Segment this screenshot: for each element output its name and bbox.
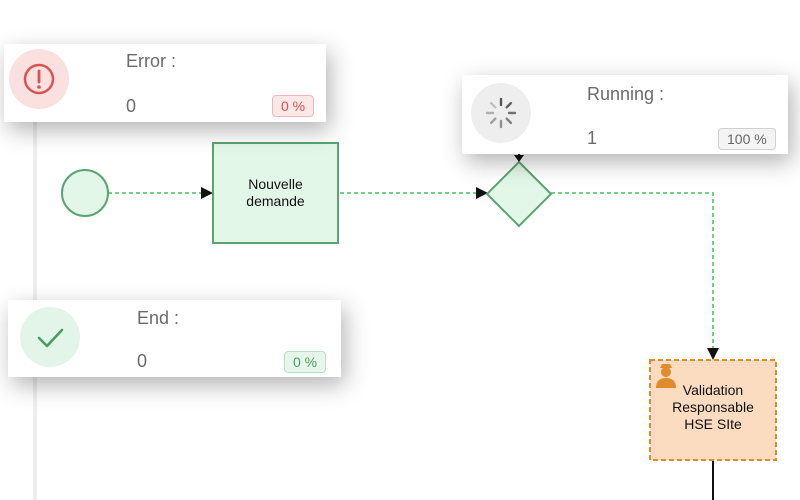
start-event[interactable] <box>61 169 109 217</box>
running-percent-badge: 100 % <box>718 128 776 150</box>
error-count: 0 <box>126 96 137 116</box>
end-count: 0 <box>137 351 148 371</box>
error-percent-badge: 0 % <box>272 95 315 117</box>
running-label: Running : <box>587 84 665 104</box>
checkmark-icon <box>20 307 80 367</box>
exclusive-gateway[interactable] <box>485 160 553 228</box>
task-label-validation: Validation Responsable HSE SIte <box>650 382 776 433</box>
arrow-head <box>707 348 719 360</box>
task-label-line: demande <box>246 193 305 209</box>
arrow-head <box>201 187 213 199</box>
task-nouvelle-demande[interactable] <box>212 142 339 244</box>
arrow-head <box>514 155 524 162</box>
task-label-line: Nouvelle <box>248 176 303 192</box>
error-stat-card: Error : 0 0 % <box>4 44 326 122</box>
running-count: 1 <box>587 128 598 148</box>
end-label: End : <box>137 308 180 328</box>
arrow-head <box>476 187 488 199</box>
end-percent-badge: 0 % <box>284 351 327 373</box>
running-stat-card: Running : 1 100 % <box>462 75 788 154</box>
task-label-line: HSE SIte <box>684 416 742 432</box>
exclamation-circle-icon <box>9 49 69 109</box>
end-stat-card: End : 0 0 % <box>8 300 341 377</box>
spinner-icon <box>471 83 531 143</box>
task-label-nouvelle-demande: Nouvelle demande <box>213 176 338 210</box>
user-task-icon <box>656 364 676 388</box>
task-label-line: Responsable <box>672 399 754 415</box>
error-label: Error : <box>126 51 177 71</box>
task-label-line: Validation <box>682 382 744 398</box>
sequence-flow[interactable] <box>551 192 714 350</box>
task-validation-responsable[interactable] <box>649 359 777 461</box>
